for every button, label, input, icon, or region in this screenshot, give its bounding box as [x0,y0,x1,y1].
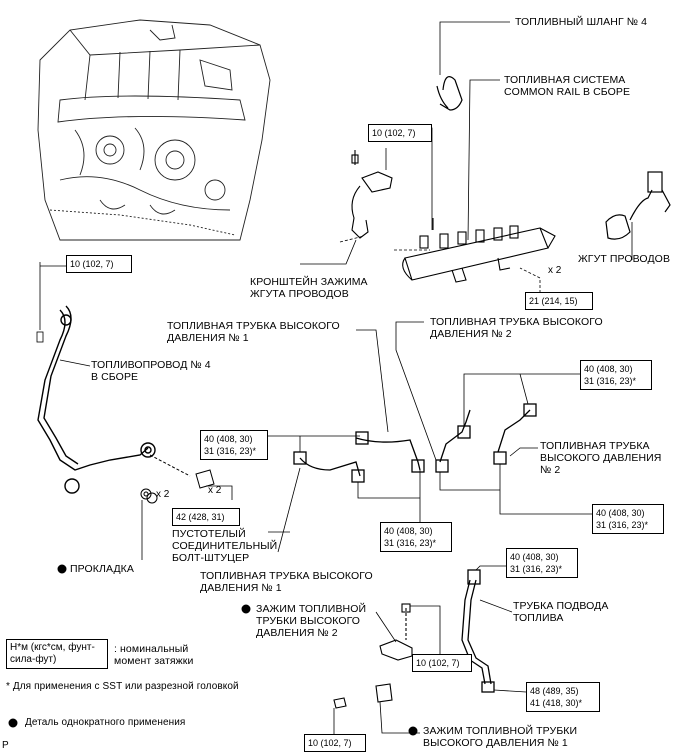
torque-left-pipe: 40 (408, 30) 31 (316, 23)* [200,430,268,460]
torque-center-pipe: 40 (408, 30) 31 (316, 23)* [380,522,452,552]
label-gasket: ПРОКЛАДКА [70,563,134,575]
legend-unit-box: Н*м (кгс*см, фунт- сила-фут) [6,639,108,669]
label-hp-pipe-1-top: ТОПЛИВНАЯ ТРУБКА ВЫСОКОГО ДАВЛЕНИЯ № 1 [167,320,340,344]
torque-inlet-bottom: 48 (489, 35) 41 (418, 30)* [526,682,600,712]
legend-unit-desc: : номинальный момент затяжки [114,643,194,667]
torque-clamp-1: 10 (102, 7) [304,734,366,752]
torque-rail-bracket: 10 (102, 7) [368,124,432,142]
harness-bracket [351,150,393,239]
gasket-and-bolt [140,454,215,504]
page-marker: P [2,740,9,751]
label-clamp-1: ЗАЖИМ ТОПЛИВНОЙ ТРУБКИ ВЫСОКОГО ДАВЛЕНИЯ… [423,725,578,749]
legend-note-sst: * Для применения с SST или разрезной гол… [6,681,239,692]
label-hp-pipe-2-right: ТОПЛИВНАЯ ТРУБКА ВЫСОКОГО ДАВЛЕНИЯ № 2 [540,440,662,476]
leader-lines [40,21,633,738]
single-use-bullet-clamp2 [241,604,251,614]
engine-illustration [37,19,271,241]
torque-fuel-line-4: 10 (102, 7) [66,255,132,273]
torque-hollow-bolt: 42 (428, 31) [172,508,240,526]
single-use-bullet-gasket [57,564,67,574]
clamp-2 [379,603,413,661]
count-hollow-bolts: x 2 [208,485,222,496]
count-gaskets: x 2 [156,489,170,500]
torque-clamp-2: 10 (102, 7) [412,654,472,672]
label-common-rail: ТОПЛИВНАЯ СИСТЕМА COMMON RAIL В СБОРЕ [504,74,631,98]
label-hollow-bolt: ПУСТОТЕЛЫЙ СОЕДИНИТЕЛЬНЫЙ БОЛТ-ШТУЦЕР [172,528,278,564]
fuel-line-4-assembly [36,262,156,494]
single-use-bullet-clamp1 [408,726,418,736]
label-fuel-line-4: ТОПЛИВОПРОВОД № 4 В СБОРЕ [91,359,211,383]
label-clamp-2: ЗАЖИМ ТОПЛИВНОЙ ТРУБКИ ВЫСОКОГО ДАВЛЕНИЯ… [256,603,367,639]
label-harness-clamp-bracket: КРОНШТЕЙН ЗАЖИМА ЖГУТА ПРОВОДОВ [250,276,368,300]
legend-note-single-use: Деталь однократного применения [25,717,186,728]
torque-right-top: 40 (408, 30) 31 (316, 23)* [580,360,652,390]
common-rail-assembly [402,218,556,283]
label-wire-harness: ЖГУТ ПРОВОДОВ [578,253,671,265]
label-hp-pipe-1-bottom: ТОПЛИВНАЯ ТРУБКА ВЫСОКОГО ДАВЛЕНИЯ № 1 [200,570,373,594]
torque-right-pipe: 40 (408, 30) 31 (316, 23)* [592,504,664,534]
single-use-bullet-legend [8,718,18,728]
torque-rail-mount: 21 (214, 15) [525,292,593,310]
wire-harness [605,171,671,240]
fuel-inlet-pipe [461,569,495,693]
label-fuel-hose-4: ТОПЛИВНЫЙ ШЛАНГ № 4 [515,16,648,28]
clamp-1 [333,683,393,709]
count-rail-bolts: x 2 [548,265,562,276]
torque-inlet-top: 40 (408, 30) 31 (316, 23)* [506,548,578,578]
label-fuel-inlet-pipe: ТРУБКА ПОДВОДА ТОПЛИВА [513,600,609,624]
label-hp-pipe-2-top: ТОПЛИВНАЯ ТРУБКА ВЫСОКОГО ДАВЛЕНИЯ № 2 [430,316,603,340]
fuel-hose-4 [436,28,463,111]
